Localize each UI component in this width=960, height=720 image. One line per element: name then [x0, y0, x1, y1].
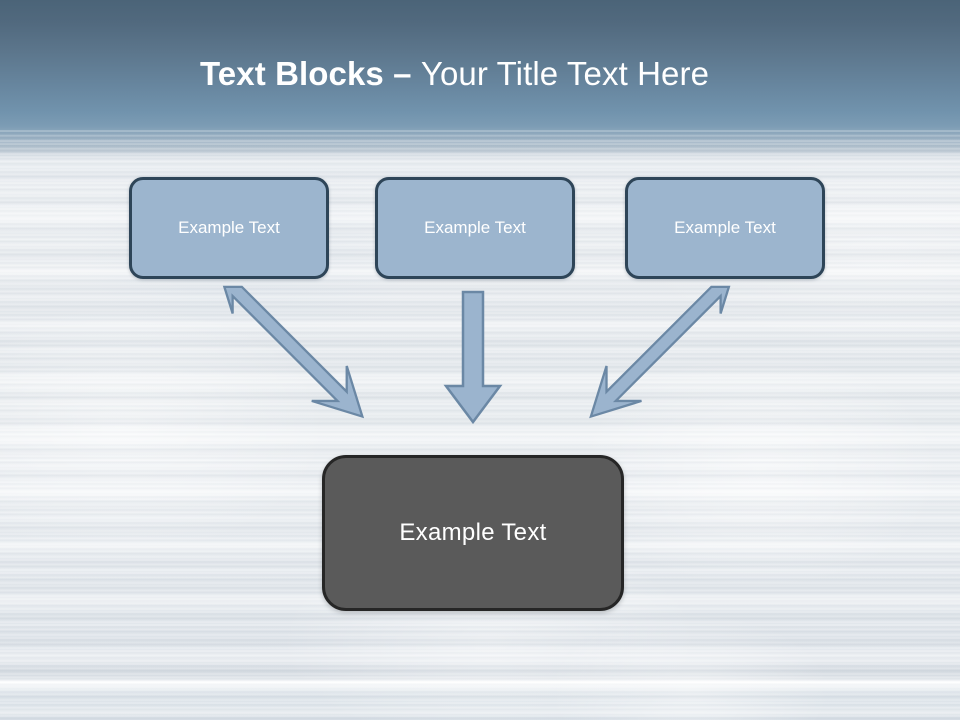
text-block-2-label: Example Text	[424, 218, 526, 237]
text-block-1-label: Example Text	[178, 218, 280, 237]
slide-title-strong: Text Blocks –	[200, 55, 421, 92]
text-block-3-label: Example Text	[674, 218, 776, 237]
text-block-2[interactable]: Example Text	[375, 177, 575, 279]
result-text-block-label: Example Text	[399, 519, 547, 546]
slide-title-light: Your Title Text Here	[420, 55, 710, 92]
result-text-block[interactable]: Example Text	[322, 455, 624, 611]
slide-title: Text Blocks – Your Title Text Here	[200, 54, 709, 94]
text-block-3[interactable]: Example Text	[625, 177, 825, 279]
text-block-1[interactable]: Example Text	[129, 177, 329, 279]
